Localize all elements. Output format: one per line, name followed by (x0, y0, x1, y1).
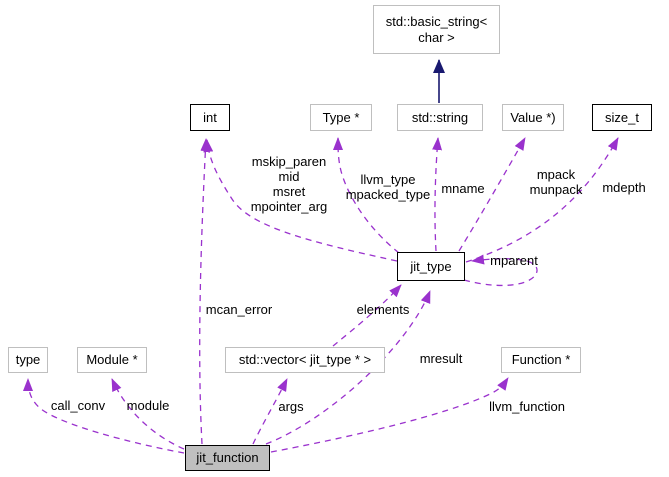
edge-label-llvm-function: llvm_function (489, 399, 565, 414)
edge-label-mcan-error: mcan_error (205, 302, 273, 317)
edge-jit-function-jit-type (265, 290, 431, 445)
edge-jit-type-value-ptr (458, 137, 526, 252)
edge-jit-function-vector (252, 378, 288, 445)
node-module-ptr: Module * (77, 347, 147, 373)
edge-label-call-conv: call_conv (50, 398, 106, 413)
edge-label-mpack-munpack: mpack munpack (529, 167, 583, 197)
edge-jit-type-int (203, 139, 398, 262)
edge-label-llvm-type-group: llvm_type mpacked_type (345, 172, 431, 202)
edge-label-module: module (126, 398, 170, 413)
edge-jit-function-function-ptr (270, 377, 509, 453)
node-jit-function: jit_function (185, 445, 270, 471)
node-int[interactable]: int (190, 104, 230, 131)
node-type-ptr: Type * (310, 104, 372, 131)
node-function-ptr: Function * (501, 347, 581, 373)
edge-vector-jit-type (332, 284, 402, 347)
edge-label-mresult: mresult (419, 351, 463, 366)
node-size-t[interactable]: size_t (592, 104, 652, 131)
edge-label-mdepth: mdepth (602, 180, 646, 195)
edge-label-mskip-paren-group: mskip_paren mid msret mpointer_arg (250, 154, 328, 214)
node-std-string: std::string (397, 104, 483, 131)
node-std-basic-string: std::basic_string< char > (373, 5, 500, 54)
edge-label-mname: mname (441, 181, 485, 196)
edge-jit-type-std-string (432, 137, 443, 252)
edge-jit-function-type (23, 378, 185, 454)
edge-jit-function-int (199, 138, 211, 445)
node-std-vector-jit-type: std::vector< jit_type * > (225, 347, 385, 373)
node-jit-type[interactable]: jit_type (397, 252, 465, 281)
edge-label-args: args (278, 399, 304, 414)
edge-jit-function-module-ptr (111, 378, 185, 450)
edge-jit-type-self-mparent (463, 254, 538, 287)
edge-jit-type-size-t (465, 137, 619, 263)
edge-jit-type-type-ptr (333, 137, 400, 254)
node-type: type (8, 347, 48, 373)
edge-label-mparent: mparent (490, 253, 538, 268)
node-value-ptr: Value *) (502, 104, 564, 131)
edge-label-elements: elements (356, 302, 410, 317)
